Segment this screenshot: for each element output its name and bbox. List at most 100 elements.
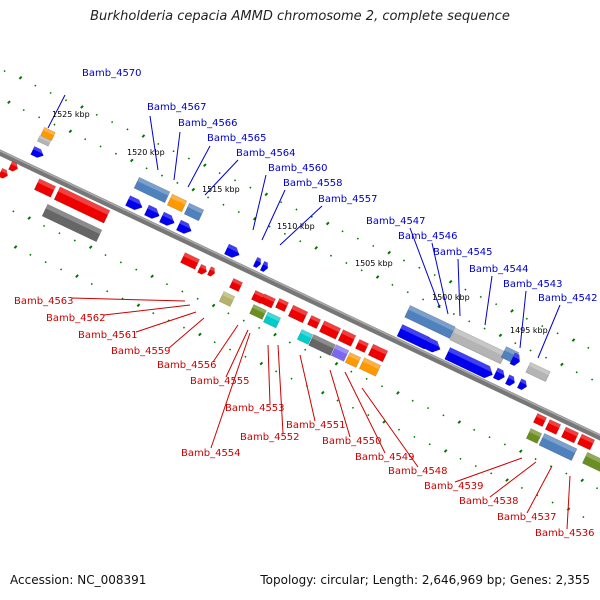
tick-mark bbox=[490, 472, 493, 475]
gene-label-bamb_4561: Bamb_4561 bbox=[78, 330, 138, 341]
tick-mark bbox=[182, 326, 186, 329]
gene-highlight bbox=[199, 264, 209, 271]
tick-mark bbox=[130, 158, 134, 163]
tick-mark bbox=[181, 290, 184, 293]
tick-mark bbox=[145, 167, 148, 170]
gene-highlight bbox=[426, 337, 443, 348]
tick-mark bbox=[111, 120, 114, 124]
tick-mark bbox=[587, 346, 590, 349]
tick-mark bbox=[534, 457, 537, 461]
tick-mark bbox=[29, 253, 32, 256]
tick-mark bbox=[249, 186, 252, 189]
gene-shape bbox=[337, 329, 357, 347]
tick-mark bbox=[514, 342, 517, 345]
tick-mark bbox=[73, 239, 76, 242]
gene-label-bamb_4548: Bamb_4548 bbox=[388, 466, 448, 477]
tick-mark bbox=[457, 420, 462, 424]
gene-block bbox=[166, 193, 188, 213]
tick-mark bbox=[42, 224, 46, 228]
gene-block bbox=[180, 252, 200, 270]
tick-mark bbox=[104, 253, 107, 257]
gene-label-bamb_4554: Bamb_4554 bbox=[181, 448, 241, 459]
gene-shape bbox=[143, 204, 160, 219]
kbp-label: 1515 kbp bbox=[202, 185, 240, 194]
tick-mark bbox=[525, 317, 528, 320]
leader-line bbox=[204, 159, 239, 196]
tick-mark bbox=[320, 390, 325, 395]
gene-highlight bbox=[183, 252, 200, 263]
gene-highlight bbox=[38, 135, 51, 143]
leader-line bbox=[409, 227, 441, 309]
gene-highlight bbox=[262, 261, 270, 267]
gene-highlight bbox=[222, 291, 235, 301]
tick-mark bbox=[591, 378, 594, 381]
summary-text: Topology: circular; Length: 2,646,969 bp… bbox=[260, 573, 590, 587]
gene-highlight bbox=[536, 413, 547, 421]
gene-label-bamb_4555: Bamb_4555 bbox=[190, 376, 250, 387]
tick-mark bbox=[68, 129, 73, 134]
tick-mark bbox=[479, 295, 482, 298]
tick-mark bbox=[165, 283, 169, 286]
tick-mark bbox=[152, 312, 155, 315]
gene-shape bbox=[53, 186, 111, 224]
gene-highlight bbox=[266, 312, 281, 322]
gene-shape bbox=[307, 315, 321, 329]
gene-block bbox=[492, 367, 507, 381]
tick-mark bbox=[244, 355, 247, 358]
tick-mark bbox=[273, 332, 277, 337]
gene-highlight bbox=[252, 304, 267, 314]
gene-highlight bbox=[358, 339, 369, 347]
tick-mark bbox=[565, 472, 568, 475]
tick-mark bbox=[571, 338, 576, 342]
tick-mark bbox=[536, 494, 539, 497]
gene-block bbox=[40, 127, 56, 141]
gene-shape bbox=[0, 167, 8, 179]
gene-shape bbox=[444, 347, 493, 379]
gene-block bbox=[53, 186, 111, 224]
gene-block bbox=[404, 305, 456, 339]
gene-shape bbox=[516, 378, 527, 391]
tick-mark bbox=[280, 201, 283, 204]
tick-mark bbox=[582, 515, 585, 519]
gene-shape bbox=[296, 329, 314, 345]
tick-mark bbox=[428, 443, 431, 446]
tick-mark bbox=[80, 105, 84, 109]
tick-mark bbox=[150, 274, 154, 279]
gene-highlight bbox=[580, 434, 595, 444]
tick-mark bbox=[228, 348, 232, 351]
gene-block bbox=[544, 419, 562, 435]
gene-block bbox=[183, 202, 205, 222]
tick-mark bbox=[196, 297, 199, 300]
gene-block bbox=[229, 278, 243, 292]
tick-mark bbox=[541, 324, 544, 328]
gene-shape bbox=[330, 344, 350, 362]
gene-highlight bbox=[408, 305, 456, 331]
tick-mark bbox=[422, 298, 425, 301]
tick-mark bbox=[27, 216, 32, 220]
tick-mark bbox=[233, 179, 237, 182]
gene-label-bamb_4550: Bamb_4550 bbox=[322, 436, 382, 447]
tick-mark bbox=[529, 349, 532, 352]
gene-shape bbox=[262, 311, 282, 329]
gene-shape bbox=[41, 203, 103, 243]
gene-shape bbox=[560, 426, 580, 444]
gene-label-bamb_4537: Bamb_4537 bbox=[497, 512, 557, 523]
gene-shape bbox=[207, 266, 215, 277]
gene-shape bbox=[422, 336, 441, 353]
tick-mark bbox=[495, 303, 498, 306]
gene-block bbox=[133, 176, 171, 204]
tick-mark bbox=[34, 84, 37, 87]
gene-shape bbox=[318, 320, 342, 340]
gene-highlight bbox=[585, 452, 600, 465]
tick-mark bbox=[314, 246, 318, 250]
gene-label-bamb_4546: Bamb_4546 bbox=[398, 231, 458, 242]
gene-highlight bbox=[529, 428, 542, 438]
gene-highlight bbox=[311, 334, 336, 349]
tick-mark bbox=[406, 291, 409, 294]
tick-mark bbox=[329, 254, 333, 257]
gene-block bbox=[251, 290, 265, 304]
tick-mark bbox=[464, 288, 467, 291]
gene-highlight bbox=[33, 146, 46, 155]
tick-mark bbox=[351, 406, 355, 409]
